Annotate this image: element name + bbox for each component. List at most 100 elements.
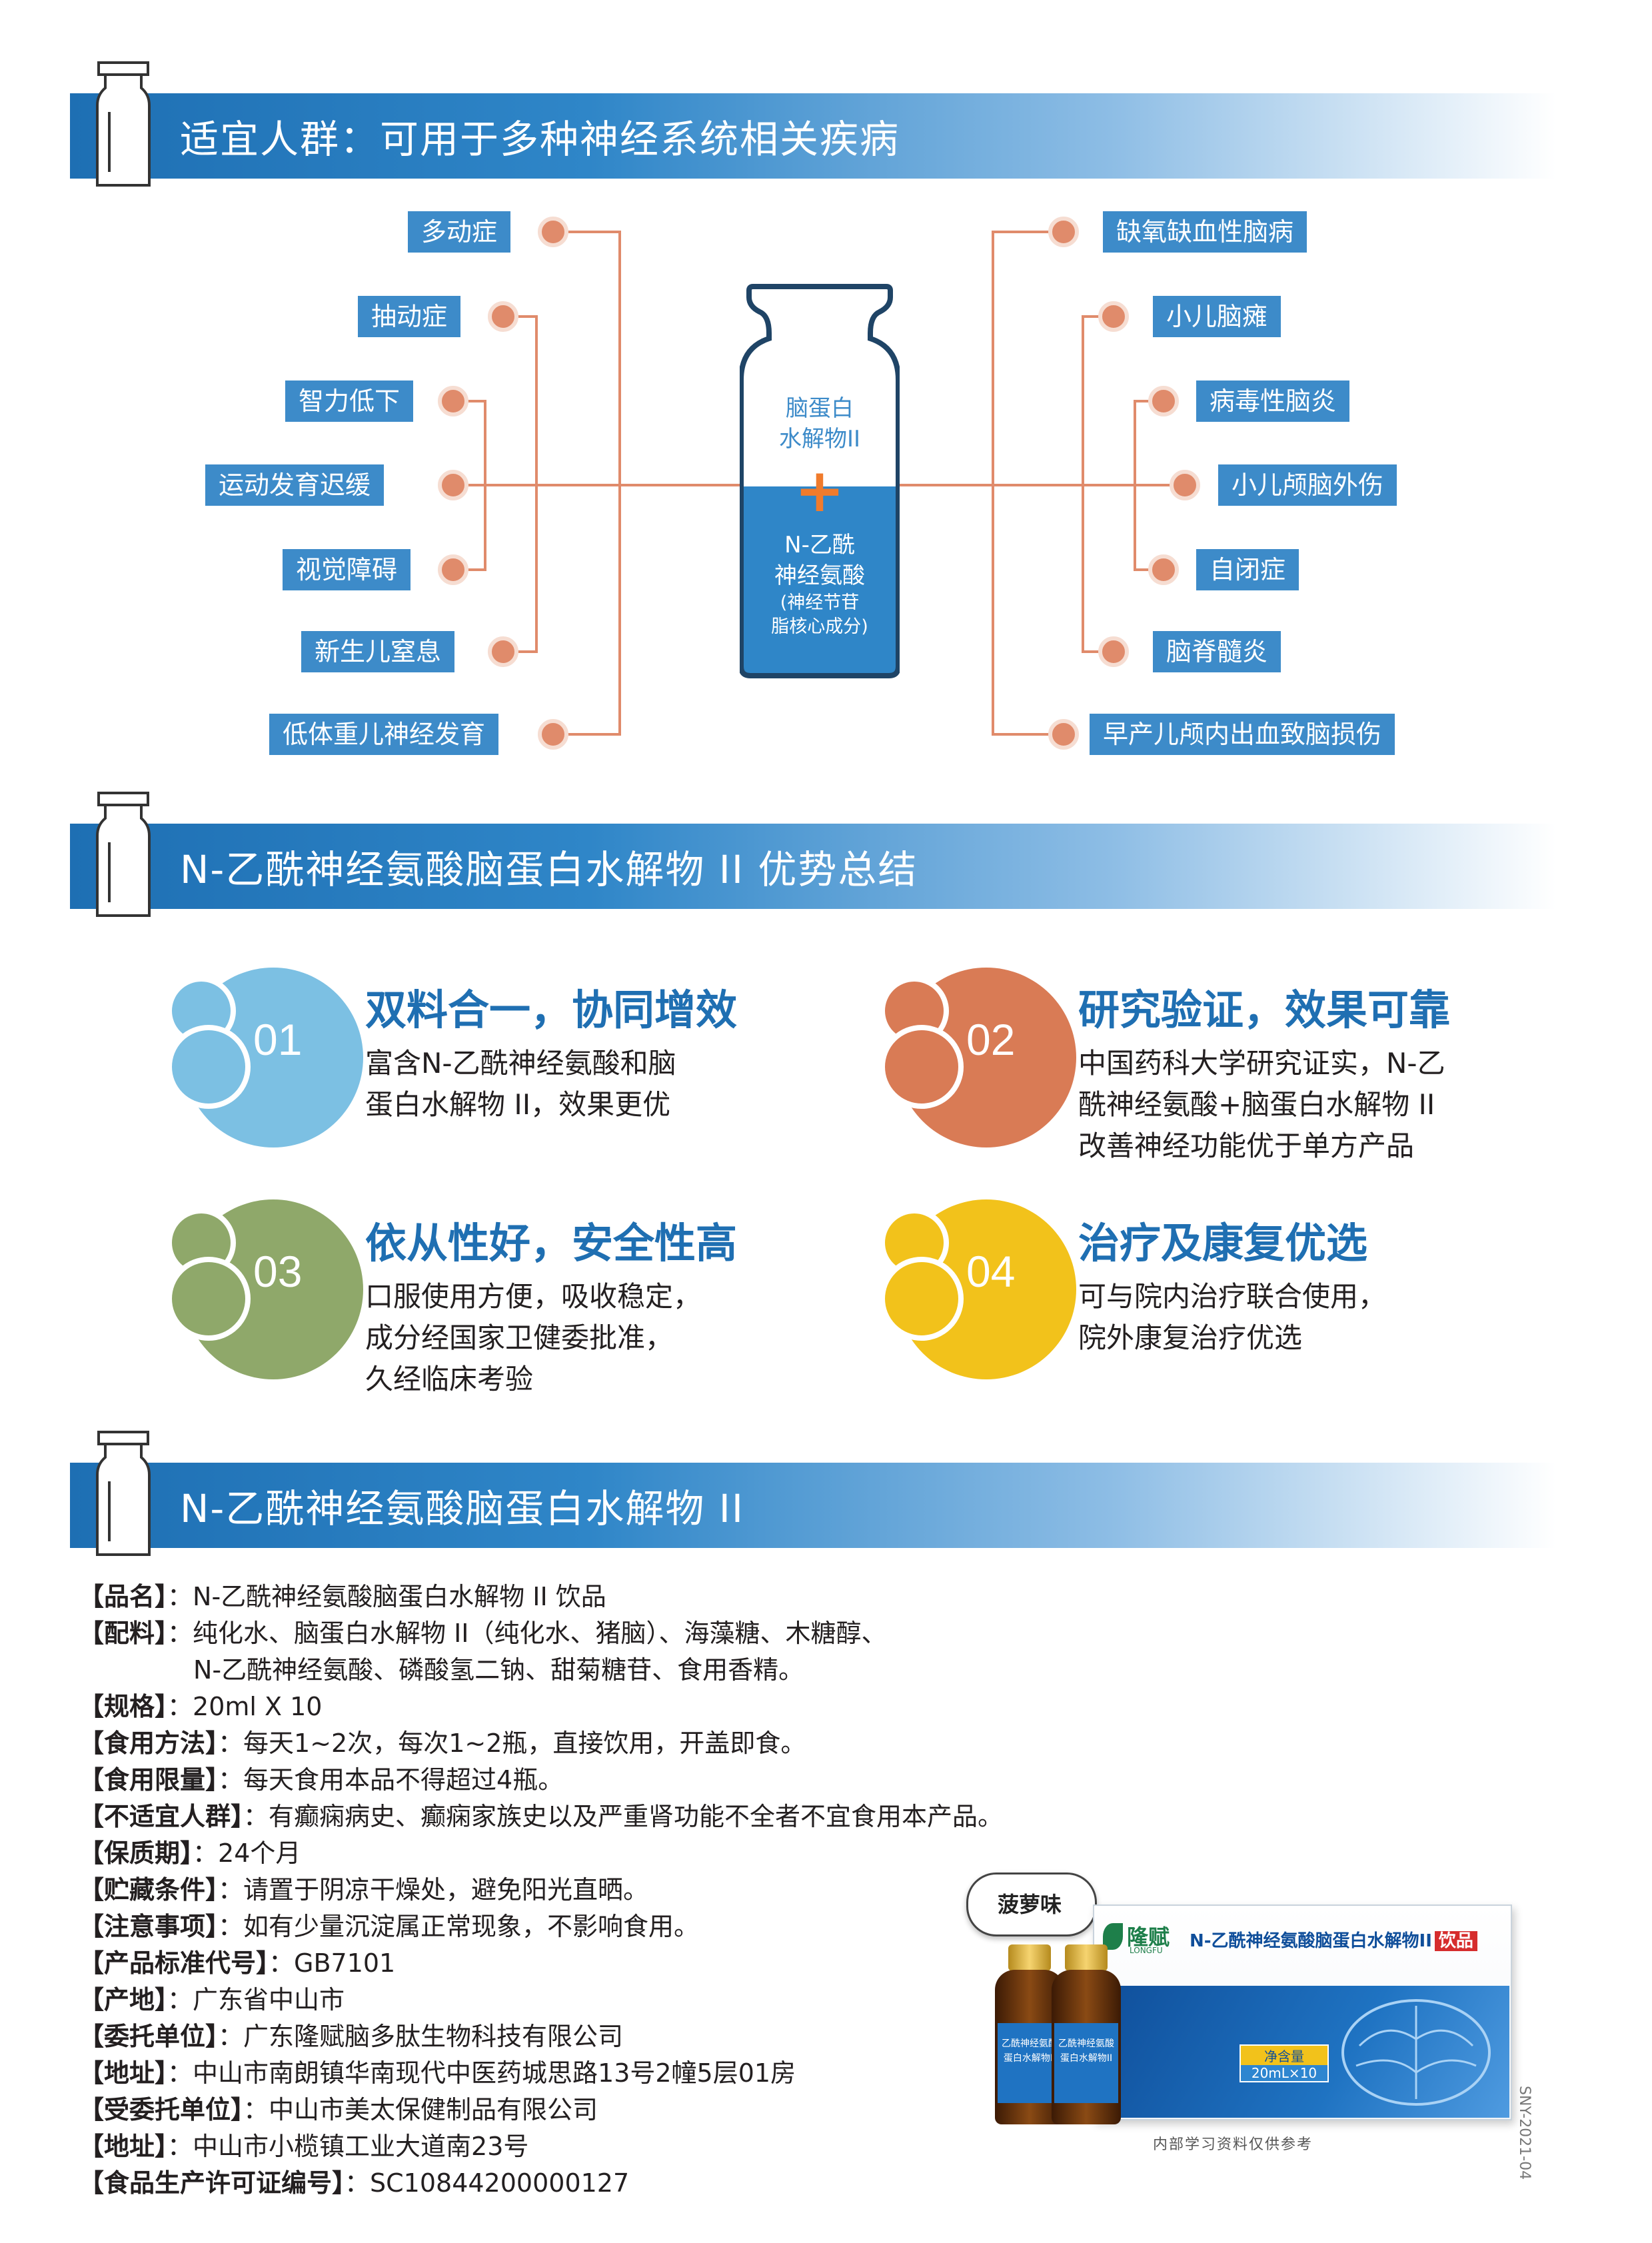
spec-label: 【委托单位】	[79, 2022, 219, 2051]
box-net-content: 净含量 20mL×10	[1239, 2044, 1329, 2082]
advantage-4-bubble	[880, 1257, 964, 1341]
spec-label: 【不适宜人群】	[79, 1802, 244, 1831]
condition-tag-right: 脑脊髓炎	[1153, 631, 1281, 672]
audience-section-title: 适宜人群：可用于多种神经系统相关疾病	[180, 117, 900, 162]
spec-value: ：每天1~2次，每次1~2瓶，直接饮用，开盖即食。	[218, 1729, 806, 1758]
spec-label: 【食用方法】	[79, 1729, 219, 1758]
condition-tag-right: 小儿脑瘫	[1153, 296, 1281, 337]
product-header-band: N-乙酰神经氨酸脑蛋白水解物 II	[70, 1463, 1556, 1548]
spec-label: 【注意事项】	[79, 1912, 219, 1941]
bottle-cap	[1008, 1944, 1051, 1971]
bottle-label-line: 乙酰神经氨酸	[1058, 2038, 1114, 2049]
vial-top-line: 脑蛋白	[786, 395, 854, 422]
advantage-3-bubble	[167, 1257, 251, 1341]
vial-icon	[96, 1431, 151, 1556]
advantage-1-number: 01	[253, 1015, 303, 1064]
condition-dot	[488, 636, 518, 667]
spec-label: 【品名】	[79, 1582, 168, 1611]
advantage-1-bubble	[167, 1025, 251, 1109]
condition-tag-left: 智力低下	[285, 380, 414, 422]
condition-tag-left: 抽动症	[358, 296, 461, 337]
condition-tag-left: 运动发育迟缓	[205, 464, 385, 506]
spec-value: ：如有少量沉淀属正常现象，不影响食用。	[218, 1912, 700, 1941]
spec-line: 【食品生产许可证编号】：SC10844200000127	[79, 2162, 629, 2199]
spec-line: 【受委托单位】：中山市美太保健制品有限公司	[79, 2089, 598, 2126]
condition-dot	[488, 301, 518, 332]
spec-value: ：有癫痫病史、癫痫家族史以及严重肾功能不全者不宜食用本产品。	[243, 1802, 1004, 1831]
advantage-3-line: 久经临床考验	[365, 1363, 534, 1395]
box-brand-sub: LONGFU	[1130, 1946, 1163, 1955]
advantage-3-line: 成分经国家卫健委批准，	[365, 1321, 674, 1354]
spec-label: 【保质期】	[79, 1839, 193, 1868]
vial-note-line: 脂核心成分)	[771, 616, 868, 637]
condition-tag-left: 低体重儿神经发育	[269, 714, 499, 755]
advantage-3-text: 口服使用方便，吸收稳定， 成分经国家卫健委批准， 久经临床考验	[365, 1276, 701, 1400]
advantage-2-bubble	[880, 1025, 964, 1109]
condition-dot	[538, 217, 568, 247]
advantage-2-line: 中国药科大学研究证实，N-乙	[1078, 1047, 1445, 1080]
spec-line: 【规格】：20ml X 10	[79, 1686, 323, 1723]
spec-label: 【产品标准代号】	[79, 1948, 269, 1978]
spec-line: 【保质期】：24个月	[79, 1833, 301, 1869]
bottle: 乙酰神经氨酸 蛋白水解物II	[1046, 1944, 1126, 2124]
box-title-tag: 饮品	[1434, 1931, 1477, 1951]
condition-dot	[1048, 719, 1079, 750]
advantage-2-number: 02	[966, 1015, 1016, 1064]
bottle-label-line: 蛋白水解物II	[1003, 2053, 1056, 2064]
advantage-2-title: 研究验证，效果可靠	[1078, 986, 1451, 1034]
advantage-2-text: 中国药科大学研究证实，N-乙 酰神经氨酸+脑蛋白水解物 II 改善神经功能优于单…	[1078, 1043, 1445, 1167]
condition-dot	[1098, 636, 1129, 667]
spec-label: 【食品生产许可证编号】	[79, 2168, 345, 2198]
audience-header-band: 适宜人群：可用于多种神经系统相关疾病	[70, 93, 1556, 179]
product-section-title: N-乙酰神经氨酸脑蛋白水解物 II	[180, 1486, 744, 1531]
box-title-text: N-乙酰神经氨酸脑蛋白水解物II	[1190, 1931, 1432, 1951]
advantage-4-text: 可与院内治疗联合使用， 院外康复治疗优选	[1078, 1276, 1386, 1359]
advantage-3-number: 03	[253, 1247, 303, 1296]
spec-value: ：请置于阴凉干燥处，避免阳光直晒。	[218, 1875, 649, 1904]
condition-tag-left: 多动症	[408, 211, 511, 253]
box-brand-name: 隆赋	[1127, 1924, 1170, 1950]
advantage-2-line: 酰神经氨酸+脑蛋白水解物 II	[1078, 1088, 1435, 1121]
side-document-code: SNY-2021-04	[1516, 2086, 1533, 2180]
spec-line: 【不适宜人群】：有癫痫病史、癫痫家族史以及严重肾功能不全者不宜食用本产品。	[79, 1796, 1003, 1833]
bottle-cap	[1065, 1944, 1108, 1971]
box-brand-logo: 隆赋 LONGFU	[1103, 1918, 1183, 1958]
spec-value: ：24个月	[193, 1839, 301, 1868]
spec-label: 【产地】	[79, 1985, 168, 2014]
spec-line: 【配料】：纯化水、脑蛋白水解物 II（纯化水、猪脑）、海藻糖、木糖醇、	[79, 1613, 887, 1649]
advantage-2-line: 改善神经功能优于单方产品	[1078, 1129, 1415, 1162]
spec-value: ：20ml X 10	[167, 1692, 323, 1721]
advantage-3-title: 依从性好，安全性高	[365, 1219, 738, 1267]
spec-value: ：中山市美太保健制品有限公司	[243, 2095, 598, 2124]
spec-label: 【地址】	[79, 2058, 168, 2088]
condition-tag-right: 自闭症	[1196, 549, 1299, 590]
box-net-label: 净含量	[1241, 2046, 1327, 2065]
spec-label: 【配料】	[79, 1619, 168, 1648]
spec-label: 【地址】	[79, 2132, 168, 2161]
spec-line: 【产地】：广东省中山市	[79, 1979, 345, 2016]
spec-line: 【品名】：N-乙酰神经氨酸脑蛋白水解物 II 饮品	[79, 1576, 606, 1613]
vial-top-label: 脑蛋白 水解物II	[740, 393, 900, 454]
advantage-4-line: 院外康复治疗优选	[1078, 1321, 1303, 1354]
spec-value: ：广东隆赋脑多肽生物科技有限公司	[218, 2022, 624, 2051]
condition-tag-right: 早产儿颅内出血致脑损伤	[1090, 714, 1395, 755]
spec-value: ：每天食用本品不得超过4瓶。	[218, 1765, 564, 1795]
condition-dot	[438, 554, 468, 585]
condition-dot	[1170, 470, 1200, 500]
vial-note-line: (神经节苷	[780, 592, 860, 613]
vial-plus-sign: +	[794, 456, 845, 526]
spec-line: N-乙酰神经氨酸、磷酸氢二钠、甜菊糖苷、食用香精。	[193, 1649, 804, 1686]
advantage-1-text: 富含N-乙酰神经氨酸和脑 蛋白水解物 II，效果更优	[365, 1043, 676, 1125]
vial-bottom-label: N-乙酰 神经氨酸 (神经节苷 脂核心成分)	[740, 530, 900, 639]
advantage-3-line: 口服使用方便，吸收稳定，	[365, 1280, 702, 1313]
condition-tag-left: 新生儿窒息	[301, 631, 455, 672]
advantage-4-number: 04	[966, 1247, 1016, 1296]
spec-value: ：GB7101	[269, 1948, 396, 1978]
bottle-label-line: 蛋白水解物II	[1060, 2053, 1113, 2064]
spec-value: ：中山市小榄镇工业大道南23号	[167, 2132, 529, 2161]
condition-tag-right: 缺氧缺血性脑病	[1103, 211, 1307, 253]
condition-dot	[1148, 386, 1179, 416]
bottle-label-line: 乙酰神经氨酸	[1002, 2038, 1058, 2049]
photo-caption: 内部学习资料仅供参考	[1153, 2136, 1313, 2153]
